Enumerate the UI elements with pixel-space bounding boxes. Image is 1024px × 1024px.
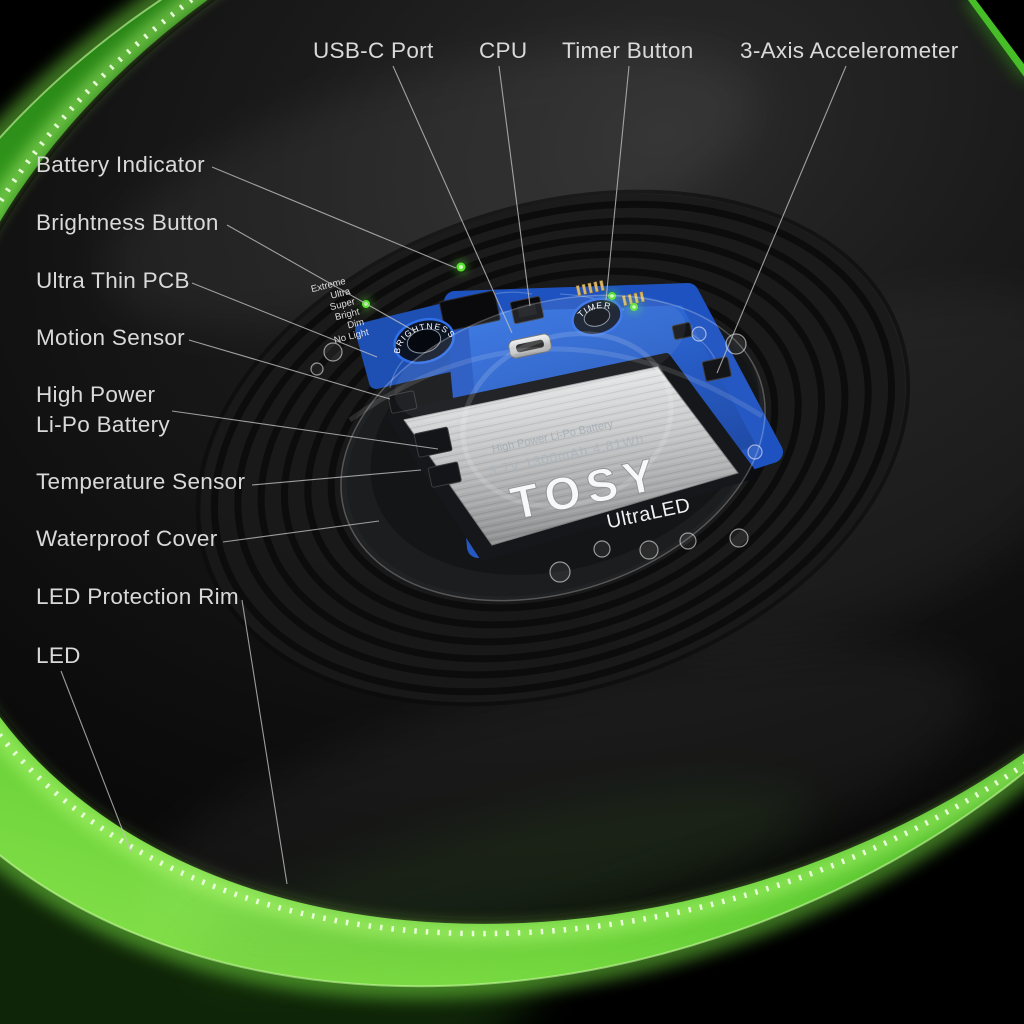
rim-sliver-top-right	[963, 0, 1024, 83]
callout-line-timer-button	[605, 65, 630, 301]
callout-label-accelerometer: 3-Axis Accelerometer	[740, 38, 959, 63]
callout-line-cpu	[498, 65, 531, 307]
callout-lines	[60, 65, 847, 885]
callout-label-temperature-sensor: Temperature Sensor	[36, 469, 246, 494]
brightness-level: Dim	[346, 317, 365, 332]
callout-line-accelerometer	[716, 65, 847, 374]
callout-line-ultra-thin-pcb	[191, 282, 378, 358]
callout-label-led-protection-rim: LED Protection Rim	[36, 584, 239, 609]
callout-label-timer-button: Timer Button	[562, 38, 694, 63]
callout-label-led: LED	[36, 643, 81, 668]
pin-header-2	[621, 291, 645, 307]
timer-button: TIMER	[571, 296, 623, 337]
li-po-battery: High Power Li-Po Battery 3.7V 1300mAh 4.…	[387, 353, 757, 561]
callout-label-cpu: CPU	[479, 38, 528, 63]
pin-header	[575, 280, 605, 297]
callout-label-waterproof-cover: Waterproof Cover	[36, 526, 218, 551]
callout-label-li-po-battery: High Power Li-Po Battery	[36, 382, 170, 437]
waterproof-cover	[340, 294, 766, 602]
aux-chip	[427, 461, 462, 488]
brightness-scale: Extreme Ultra Super Bright Dim No Light	[310, 276, 370, 346]
usb-c-port	[508, 333, 552, 359]
callout-line-battery-indicator	[211, 166, 457, 269]
pcb-components: BRIGHTNESS TIMER Extreme Ultra Super B	[310, 262, 732, 488]
callout-line-led	[60, 670, 132, 853]
small-chip	[671, 322, 693, 340]
motion-sensor-chip	[387, 390, 418, 414]
callout-line-led-protection-rim	[241, 599, 288, 885]
battery-brushed-texture	[404, 367, 738, 545]
callout-label-usb-c-port: USB-C Port	[313, 38, 434, 63]
callout-line-li-po-battery	[171, 410, 439, 450]
callout-label-motion-sensor: Motion Sensor	[36, 325, 185, 350]
callout-label-brightness-button: Brightness Button	[36, 210, 219, 235]
brightness-level: Ultra	[329, 286, 352, 302]
callout-label-ultra-thin-pcb: Ultra Thin PCB	[36, 268, 190, 293]
callout-line-temperature-sensor	[251, 469, 422, 486]
disc-reflections	[101, 43, 979, 985]
accelerometer-chip	[701, 356, 732, 382]
cpu-chip	[509, 295, 545, 325]
callout-line-motion-sensor	[188, 339, 391, 400]
connector-module	[439, 290, 501, 332]
callout-line-waterproof-cover	[222, 520, 380, 543]
callout-line-usb-c-port	[392, 65, 513, 334]
callout-label-battery-indicator: Battery Indicator	[36, 152, 205, 177]
water-droplets	[310, 326, 763, 583]
callout-line-brightness-button	[226, 224, 417, 333]
dome-reflection-ring	[460, 331, 674, 509]
